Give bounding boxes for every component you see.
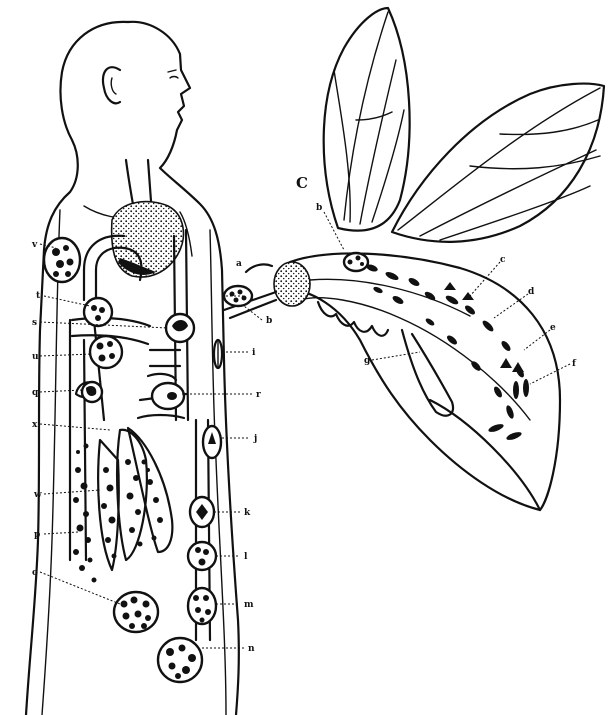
label-s: s: [32, 318, 37, 328]
stage-o: [114, 592, 158, 632]
stage-j: [203, 426, 221, 458]
stage-u: [90, 336, 122, 368]
label-w: w: [33, 490, 42, 500]
circulatory-vessels: [70, 230, 210, 640]
stage-m: [188, 588, 216, 624]
label-j: j: [253, 434, 257, 444]
label-r: r: [256, 390, 261, 400]
label-e: e: [550, 323, 556, 333]
stage-i: [214, 340, 222, 368]
label-o: o: [32, 568, 38, 578]
panel-letter-label: C: [296, 174, 308, 192]
label-b: b: [266, 316, 272, 326]
stage-v: [44, 238, 80, 282]
label-x: x: [32, 420, 38, 430]
label-c: c: [500, 255, 506, 265]
label-v: v: [31, 240, 38, 250]
label-a: a: [236, 259, 242, 269]
stage-r: [152, 383, 184, 409]
stage-s: [166, 314, 194, 342]
organ-w: [98, 428, 172, 570]
label-g: g: [364, 356, 371, 366]
label-m: m: [244, 600, 254, 610]
stage-q: [76, 382, 102, 402]
label-l: l: [244, 552, 248, 562]
label-q: q: [32, 388, 39, 398]
stage-k: [190, 497, 214, 527]
stage-t: [84, 298, 112, 326]
label-f: f: [572, 359, 577, 369]
label-k: k: [244, 508, 251, 518]
label-mosquito-b: b: [316, 203, 322, 213]
stage-l: [188, 542, 216, 570]
label-n: n: [248, 644, 255, 654]
label-u: u: [32, 352, 39, 362]
mosquito-head: [274, 262, 310, 306]
stage-n: [158, 638, 202, 682]
mosquito: [224, 8, 604, 510]
label-p: p: [34, 530, 40, 540]
label-i: i: [252, 348, 256, 358]
label-t: t: [36, 291, 41, 301]
label-d: d: [528, 287, 535, 297]
